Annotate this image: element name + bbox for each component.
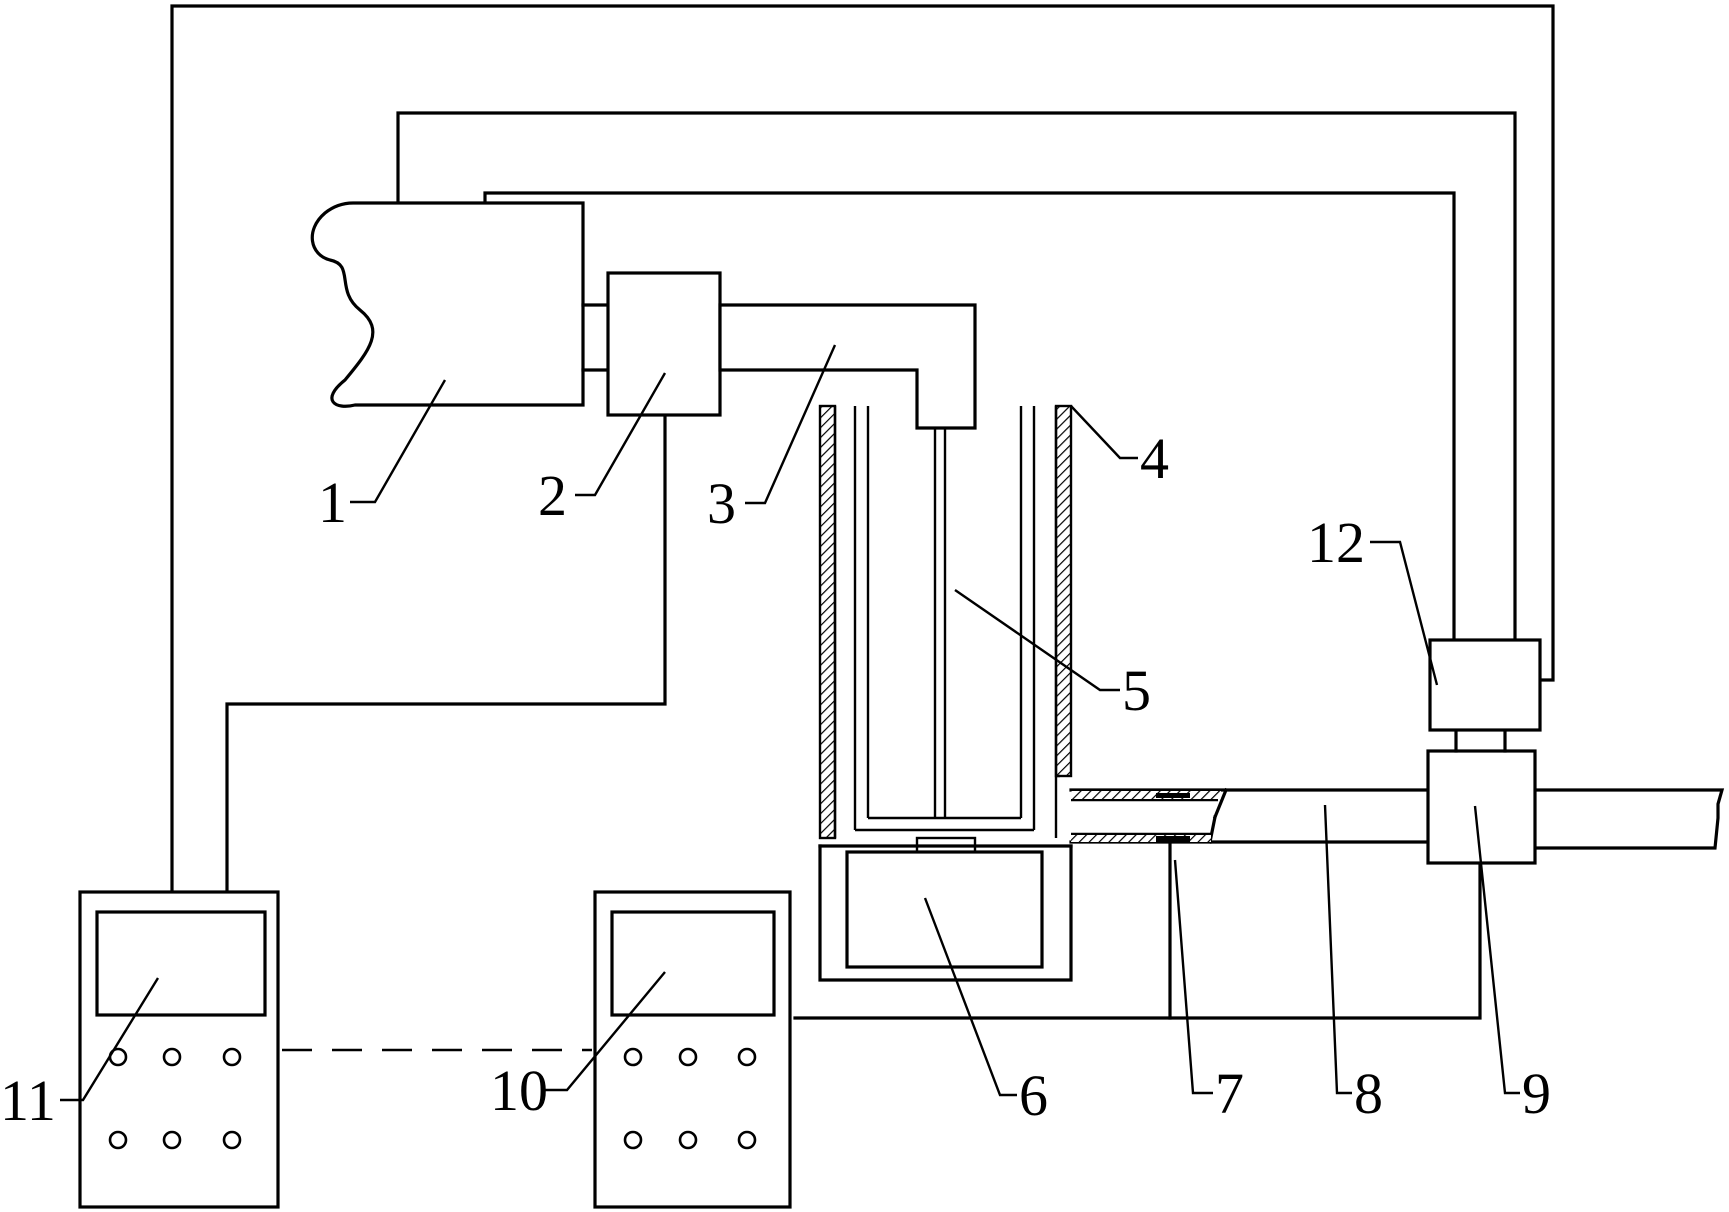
- item-2-unit: [606, 271, 722, 417]
- item-1-unit: [310, 201, 585, 408]
- leader-lines: [60, 344, 1520, 1102]
- item-10-button: [623, 1047, 643, 1067]
- leader-4: [1070, 405, 1138, 460]
- item-11-button: [222, 1130, 242, 1150]
- wiring: [170, 4, 1555, 1052]
- item-11-button: [162, 1130, 182, 1150]
- leader-8: [1323, 804, 1352, 1095]
- item-10-button: [737, 1130, 757, 1150]
- label-7: 7: [1215, 1061, 1244, 1126]
- item-3-pipe: [718, 303, 977, 430]
- wire-middle: [396, 111, 1517, 642]
- item-5-inner-frame: [853, 406, 1036, 832]
- leader-12: [1370, 540, 1439, 686]
- leader-6: [923, 897, 1017, 1097]
- item-12-unit: [1428, 638, 1542, 732]
- label-3: 3: [707, 471, 736, 536]
- item-8-pipe: [1056, 774, 1725, 850]
- wire-inner: [483, 191, 1456, 642]
- item-11-screen: [95, 910, 267, 1017]
- item-11-button: [108, 1130, 128, 1150]
- leader-11: [60, 977, 160, 1102]
- item-10-button: [623, 1130, 643, 1150]
- label-2: 2: [538, 463, 567, 528]
- label-12: 12: [1307, 510, 1365, 575]
- item-10-controller: [593, 890, 792, 1209]
- label-6: 6: [1019, 1063, 1048, 1128]
- label-11: 11: [0, 1068, 56, 1133]
- label-4: 4: [1140, 426, 1169, 491]
- label-9: 9: [1522, 1061, 1551, 1126]
- wire-2-to-11: [225, 413, 667, 894]
- base-frame: [793, 840, 1482, 1020]
- label-10: 10: [490, 1058, 548, 1123]
- leader-2: [575, 372, 667, 497]
- item-9-unit: [1426, 749, 1537, 865]
- reference-numerals: 1 2 3 4 5 6 7 8 9 10 11 12: [0, 426, 1551, 1133]
- label-1: 1: [318, 470, 347, 535]
- item-10-button: [678, 1047, 698, 1067]
- leader-9: [1473, 805, 1520, 1095]
- item-11-controller: [78, 890, 280, 1209]
- item-10-screen: [610, 910, 776, 1017]
- leader-5: [954, 589, 1120, 692]
- item-11-button: [222, 1047, 242, 1067]
- leader-1: [350, 379, 447, 504]
- item-10-button: [678, 1130, 698, 1150]
- label-5: 5: [1122, 658, 1151, 723]
- item-6-base: [818, 836, 1073, 982]
- item-11-button: [162, 1047, 182, 1067]
- wire-outer: [170, 4, 1555, 894]
- leader-10: [545, 971, 666, 1092]
- leader-7: [1173, 859, 1213, 1095]
- label-8: 8: [1354, 1061, 1383, 1126]
- leader-3: [745, 344, 837, 505]
- item-10-button: [737, 1047, 757, 1067]
- item-4-cylinder: [818, 404, 1073, 840]
